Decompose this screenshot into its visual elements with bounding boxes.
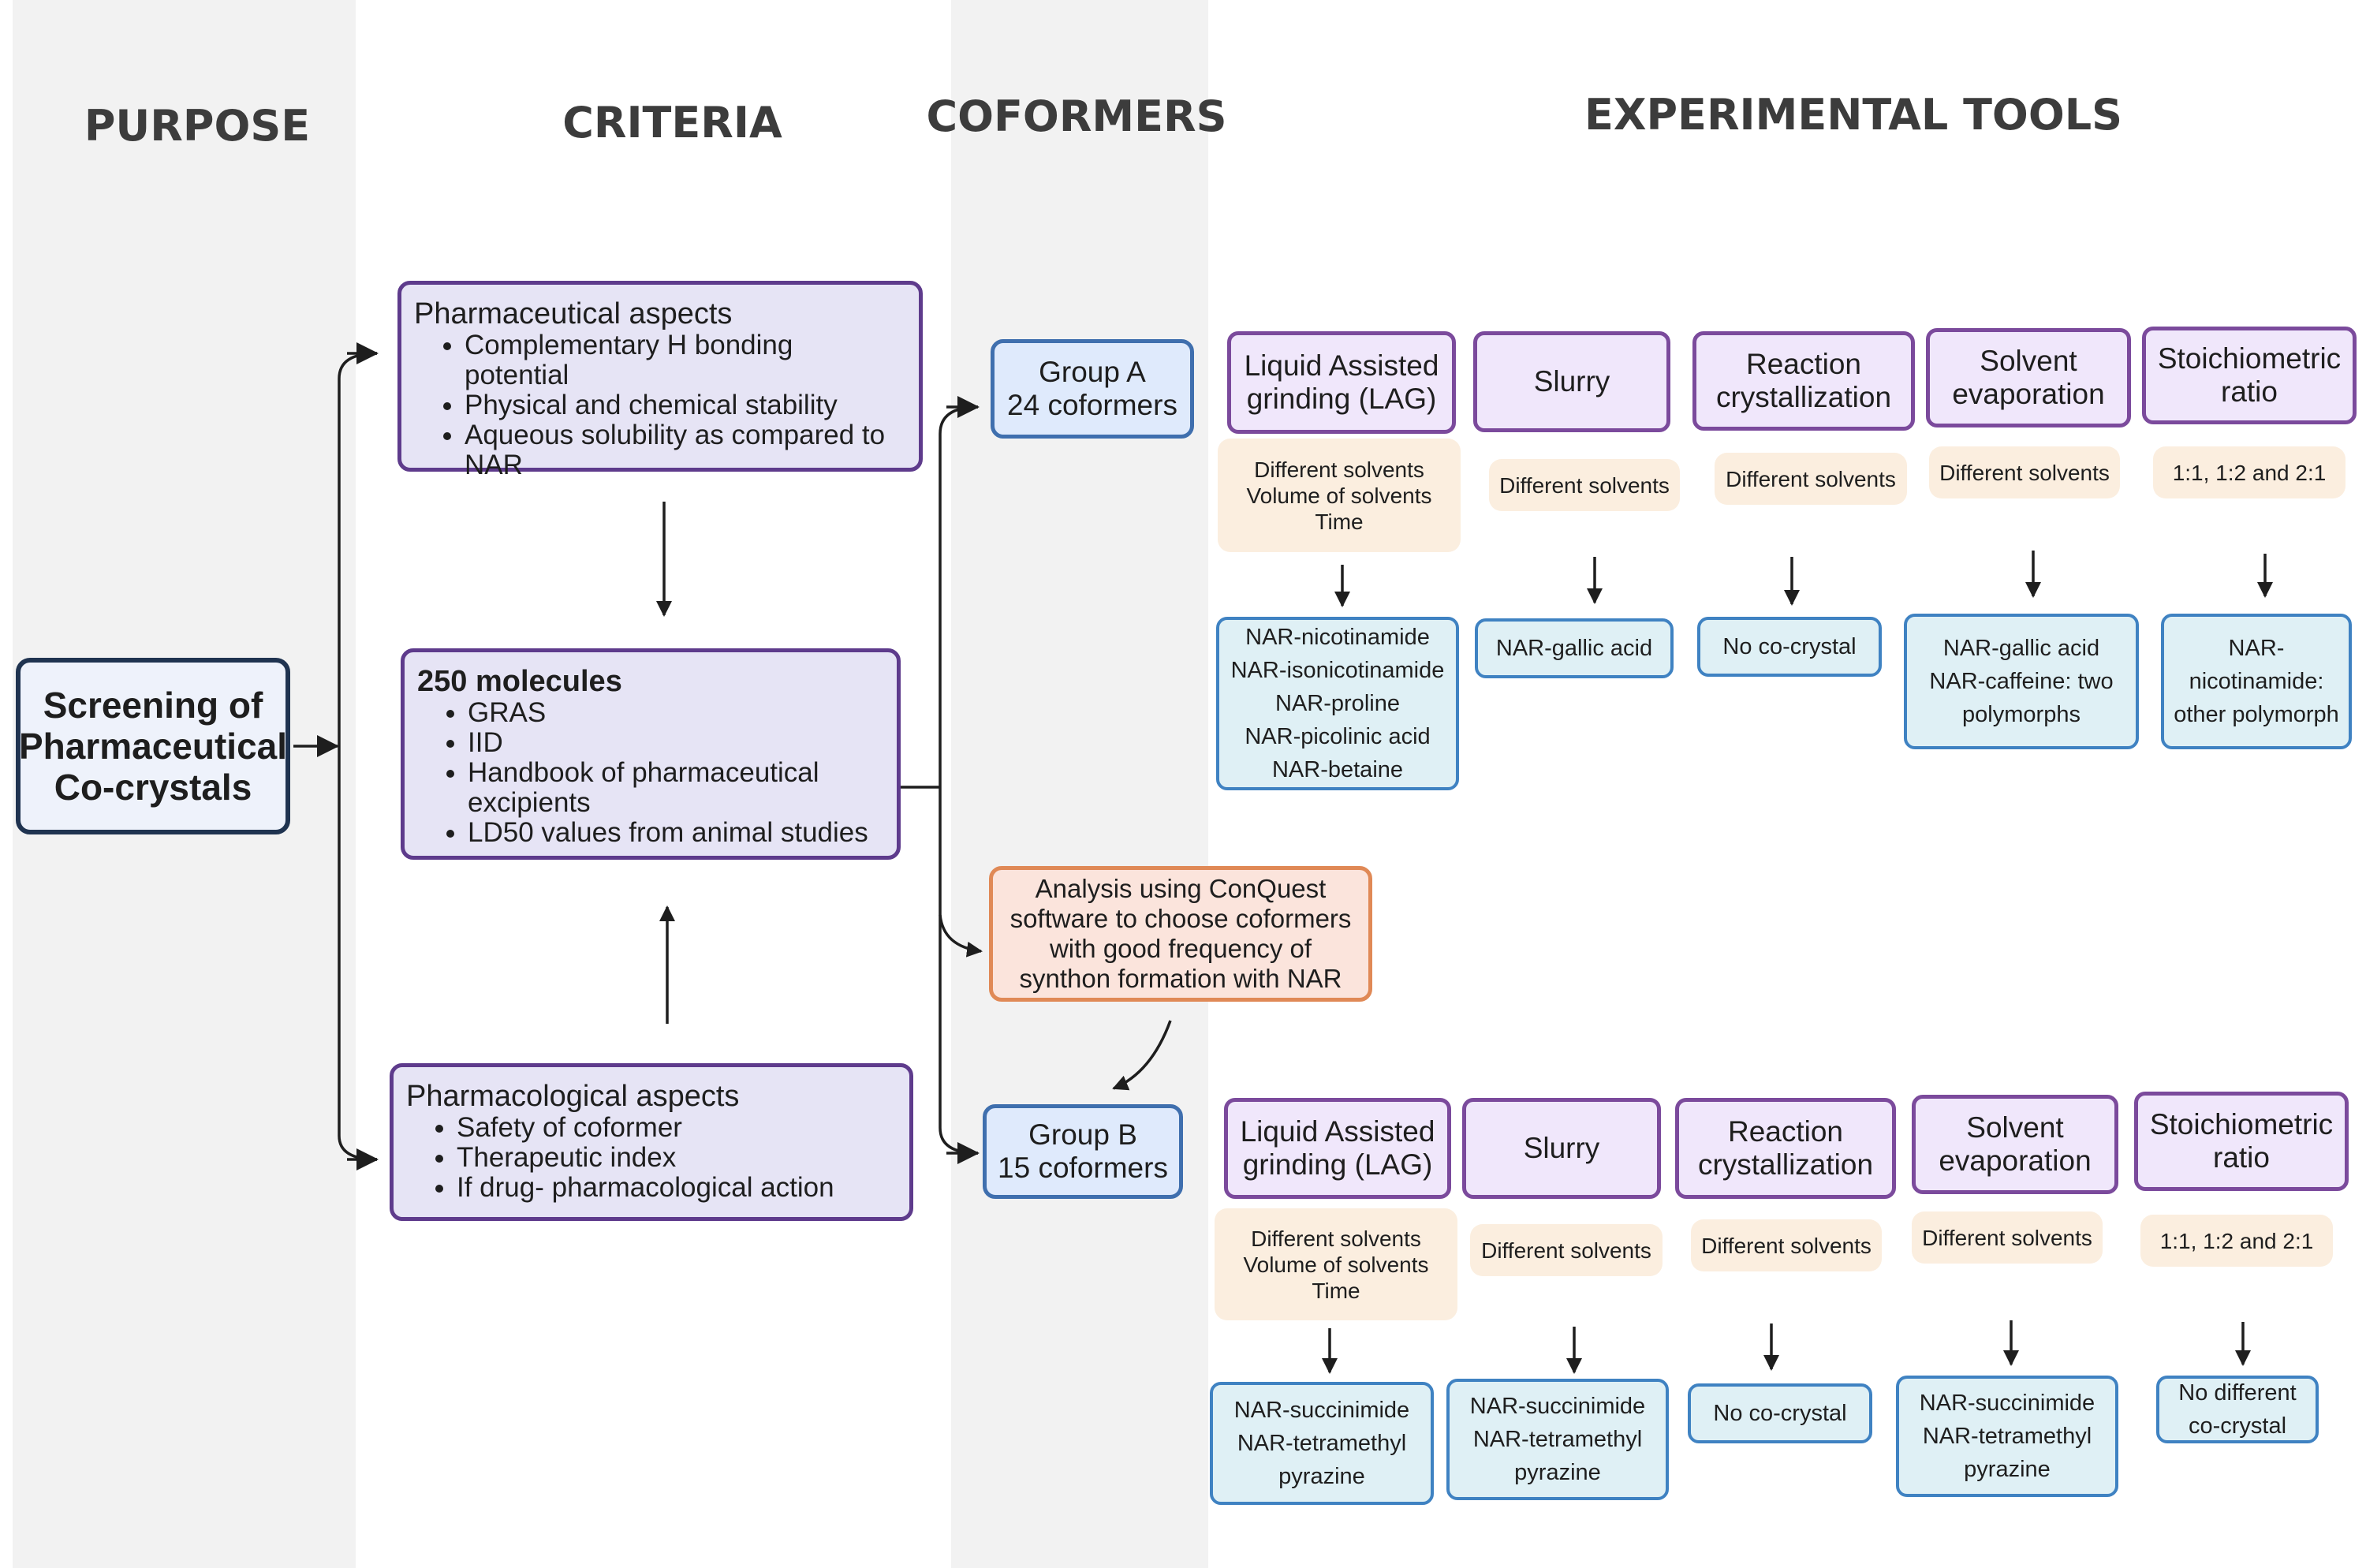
purpose-header: PURPOSE [84,101,311,151]
result-stoichiometric-a: NAR- nicotinamide: other polymorph [2161,614,2352,749]
pharmacological-aspects-box: Pharmacological aspects Safety of coform… [390,1063,913,1221]
param-reaction-b: Different solvents [1691,1219,1882,1271]
param-lag-a: Different solvents Volume of solvents Ti… [1218,439,1461,552]
criteria-item: LD50 values from animal studies [468,818,881,848]
conquest-analysis-box: Analysis using ConQuest software to choo… [989,866,1372,1002]
result-slurry-b: NAR-succinimide NAR-tetramethyl pyrazine [1446,1379,1669,1500]
result-reaction-b: No co-crystal [1688,1383,1872,1443]
param-lag-b: Different solvents Volume of solvents Ti… [1215,1208,1457,1320]
tool-slurry-b: Slurry [1462,1098,1661,1199]
result-evaporation-a: NAR-gallic acid NAR-caffeine: two polymo… [1904,614,2139,749]
param-reaction-a: Different solvents [1715,453,1907,505]
result-lag-b: NAR-succinimide NAR-tetramethyl pyrazine [1210,1382,1434,1505]
param-slurry-b: Different solvents [1470,1224,1663,1276]
screening-box: Screening of Pharmaceutical Co-crystals [16,658,290,834]
tool-lag-a: Liquid Assisted grinding (LAG) [1227,331,1456,434]
tool-evaporation-b: Solvent evaporation [1912,1095,2118,1194]
molecules-title: 250 molecules [417,665,622,698]
experimental-tools-header: EXPERIMENTAL TOOLS [1584,90,2123,140]
pharmacological-aspects-title: Pharmacological aspects [406,1080,740,1113]
result-slurry-a: NAR-gallic acid [1475,618,1674,678]
coformers-header: COFORMERS [926,91,1227,141]
param-stoichiometric-a: 1:1, 1:2 and 2:1 [2153,446,2345,498]
result-lag-a: NAR-nicotinamide NAR-isonicotinamide NAR… [1216,617,1459,790]
pharmaceutical-aspects-box: Pharmaceutical aspects Complementary H b… [397,281,923,480]
result-reaction-a: No co-crystal [1697,617,1882,677]
param-evaporation-a: Different solvents [1929,446,2120,498]
result-stoichiometric-b: No different co-crystal [2156,1376,2319,1443]
tool-stoichiometric-b: Stoichiometric ratio [2134,1092,2349,1191]
group-b-box: Group B 15 coformers [983,1104,1183,1199]
param-stoichiometric-b: 1:1, 1:2 and 2:1 [2140,1215,2333,1267]
coformers-column-bg [951,0,1208,1568]
param-slurry-a: Different solvents [1489,459,1680,511]
criteria-item: Aqueous solubility as compared to NAR [465,420,903,480]
pharmaceutical-aspects-title: Pharmaceutical aspects [414,297,733,330]
result-evaporation-b: NAR-succinimide NAR-tetramethyl pyrazine [1896,1376,2118,1497]
criteria-item: Complementary H bonding potential [465,330,903,390]
criteria-item: Handbook of pharmaceutical excipients [468,758,881,818]
tool-slurry-a: Slurry [1473,331,1670,432]
tool-stoichiometric-a: Stoichiometric ratio [2142,327,2357,424]
criteria-item: GRAS [468,698,881,728]
criteria-item: If drug- pharmacological action [457,1173,894,1203]
criteria-item: Physical and chemical stability [465,390,903,420]
criteria-item: IID [468,728,881,758]
molecules-box: 250 molecules GRAS IID Handbook of pharm… [401,648,901,860]
criteria-item: Therapeutic index [457,1143,894,1173]
tool-reaction-b: Reaction crystallization [1675,1098,1896,1199]
criteria-item: Safety of coformer [457,1113,894,1143]
tool-evaporation-a: Solvent evaporation [1926,328,2131,427]
group-a-box: Group A 24 coformers [991,339,1194,439]
tool-reaction-a: Reaction crystallization [1692,331,1915,431]
criteria-header: CRITERIA [562,98,782,147]
param-evaporation-b: Different solvents [1912,1211,2103,1264]
tool-lag-b: Liquid Assisted grinding (LAG) [1224,1098,1451,1199]
